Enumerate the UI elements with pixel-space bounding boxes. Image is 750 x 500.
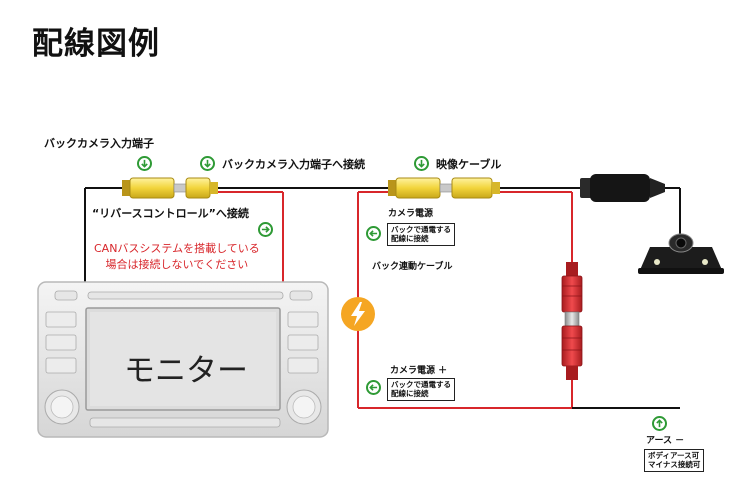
rca-connector-left — [122, 177, 218, 199]
back-camera-terminal-label: バックカメラ入力端子 — [44, 137, 154, 150]
can-bus-warning-line1: CANバスシステムを搭載している — [94, 242, 260, 255]
camera-power-plus-note-line1: バックで通電する — [391, 380, 451, 389]
video-cable-label: 映像ケーブル — [436, 158, 502, 171]
camera-power-plus-note-line2: 配線に接続 — [391, 389, 429, 399]
down-arrow-icon — [414, 156, 429, 171]
inline-connector — [561, 262, 583, 380]
down-arrow-icon — [200, 156, 215, 171]
power-wire — [357, 191, 573, 409]
reverse-control-label: “リバースコントロール”へ接続 — [92, 207, 249, 220]
camera-power-note-line1: バックで通電する — [391, 225, 451, 234]
can-bus-warning-line2: 場合は接続しないでください — [105, 257, 249, 271]
left-arrow-icon — [366, 226, 381, 241]
page-title: 配線図例 — [32, 26, 160, 62]
head-unit — [37, 281, 329, 438]
connect-back-camera-label: バックカメラ入力端子へ接続 — [222, 158, 365, 171]
rca-connector-right — [388, 177, 500, 199]
camera-plug — [580, 174, 665, 202]
ground-label: アース － — [646, 436, 685, 446]
left-arrow-icon — [366, 380, 381, 395]
ground-note-line2: マイナス接続可 — [648, 460, 701, 470]
right-arrow-icon — [258, 222, 273, 237]
up-arrow-icon — [652, 416, 667, 431]
camera-power-note: バックで通電する 配線に接続 — [387, 223, 455, 246]
camera-power-plus-note: バックで通電する 配線に接続 — [387, 378, 455, 401]
monitor-label: モニター — [124, 353, 248, 389]
lightning-icon — [340, 296, 376, 332]
back-link-cable-label: バック連動ケーブル — [372, 262, 453, 272]
camera-power-label: カメラ電源 — [388, 209, 434, 219]
can-bus-warning: CANバスシステムを搭載している 場合は接続しないでください — [94, 241, 260, 273]
down-arrow-icon — [137, 156, 152, 171]
backup-camera — [638, 233, 724, 274]
camera-power-plus-label: カメラ電源 ＋ — [390, 366, 448, 376]
camera-power-note-line2: 配線に接続 — [391, 234, 429, 244]
ground-note-line1: ボディアース可 — [648, 451, 700, 460]
ground-note: ボディアース可 マイナス接続可 — [644, 449, 705, 472]
